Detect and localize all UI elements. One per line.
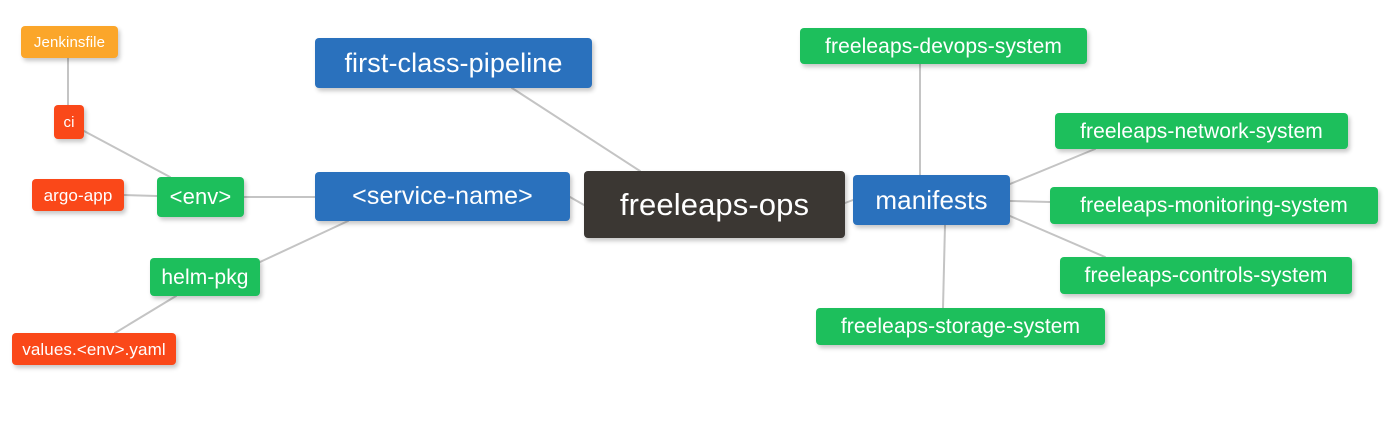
edge-env-to-argo-app — [123, 194, 158, 197]
node-freeleaps-devops-system[interactable]: freeleaps-devops-system — [800, 28, 1087, 64]
edge-env-to-ci — [83, 130, 171, 178]
edge-service-name-to-helm-pkg — [259, 220, 349, 263]
node-first-class-pipeline[interactable]: first-class-pipeline — [315, 38, 592, 88]
edge-manifests-to-freeleaps-storage-system — [942, 224, 946, 309]
node-freeleaps-controls-system[interactable]: freeleaps-controls-system — [1060, 257, 1352, 294]
edge-freeleaps-ops-to-first-class-pipeline — [511, 87, 641, 172]
edge-manifests-to-freeleaps-network-system — [1009, 148, 1096, 185]
node-jenkinsfile[interactable]: Jenkinsfile — [21, 26, 118, 58]
edge-manifests-to-freeleaps-monitoring-system — [1009, 200, 1051, 203]
node-manifests[interactable]: manifests — [853, 175, 1010, 225]
node-freeleaps-ops[interactable]: freeleaps-ops — [584, 171, 845, 238]
node-argo-app[interactable]: argo-app — [32, 179, 124, 211]
edge-helm-pkg-to-values-env-yaml — [114, 295, 177, 334]
node-values-env-yaml[interactable]: values.<env>.yaml — [12, 333, 176, 365]
node-freeleaps-storage-system[interactable]: freeleaps-storage-system — [816, 308, 1105, 345]
node-env[interactable]: <env> — [157, 177, 244, 217]
edge-freeleaps-ops-to-service-name — [569, 196, 585, 206]
node-ci[interactable]: ci — [54, 105, 84, 139]
node-freeleaps-network-system[interactable]: freeleaps-network-system — [1055, 113, 1348, 149]
node-helm-pkg[interactable]: helm-pkg — [150, 258, 260, 296]
edge-freeleaps-ops-to-manifests — [844, 199, 854, 204]
node-service-name[interactable]: <service-name> — [315, 172, 570, 221]
node-freeleaps-monitoring-system[interactable]: freeleaps-monitoring-system — [1050, 187, 1378, 224]
